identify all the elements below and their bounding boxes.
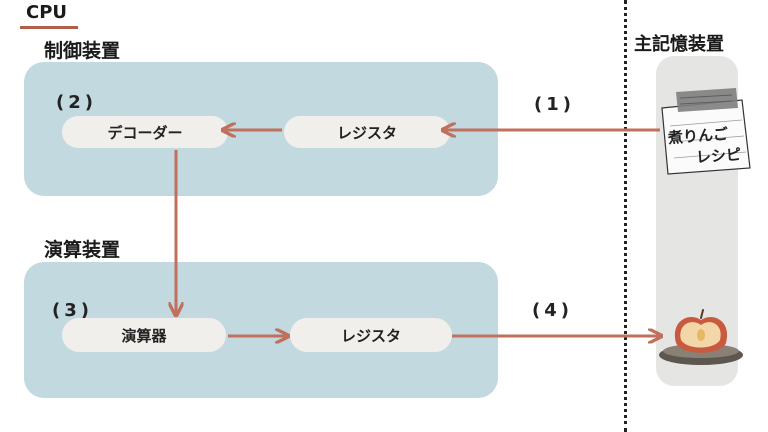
- step-1-label: (1): [534, 94, 575, 115]
- recipe-title-line1: 煮りんご: [667, 124, 729, 148]
- boundary-dotted-line: [624, 0, 627, 432]
- decoder-node: デコーダー: [62, 116, 228, 148]
- recipe-note-icon: [661, 88, 751, 175]
- alu-register-node: レジスタ: [290, 318, 452, 352]
- step-2-label: (2): [56, 92, 97, 113]
- step-4-label: (4): [532, 300, 573, 321]
- cpu-title-underline: [20, 26, 78, 29]
- apple-plate-icon: [659, 309, 743, 365]
- alu-unit-title: 演算装置: [44, 239, 121, 261]
- control-unit-title: 制御装置: [44, 40, 121, 62]
- cpu-title: CPU: [26, 2, 68, 23]
- main-memory-title: 主記憶装置: [634, 34, 724, 55]
- control-register-node: レジスタ: [284, 116, 450, 148]
- alu-node: 演算器: [62, 318, 226, 352]
- step-3-label: (3): [52, 300, 93, 321]
- recipe-title-line2: レシピ: [695, 145, 742, 167]
